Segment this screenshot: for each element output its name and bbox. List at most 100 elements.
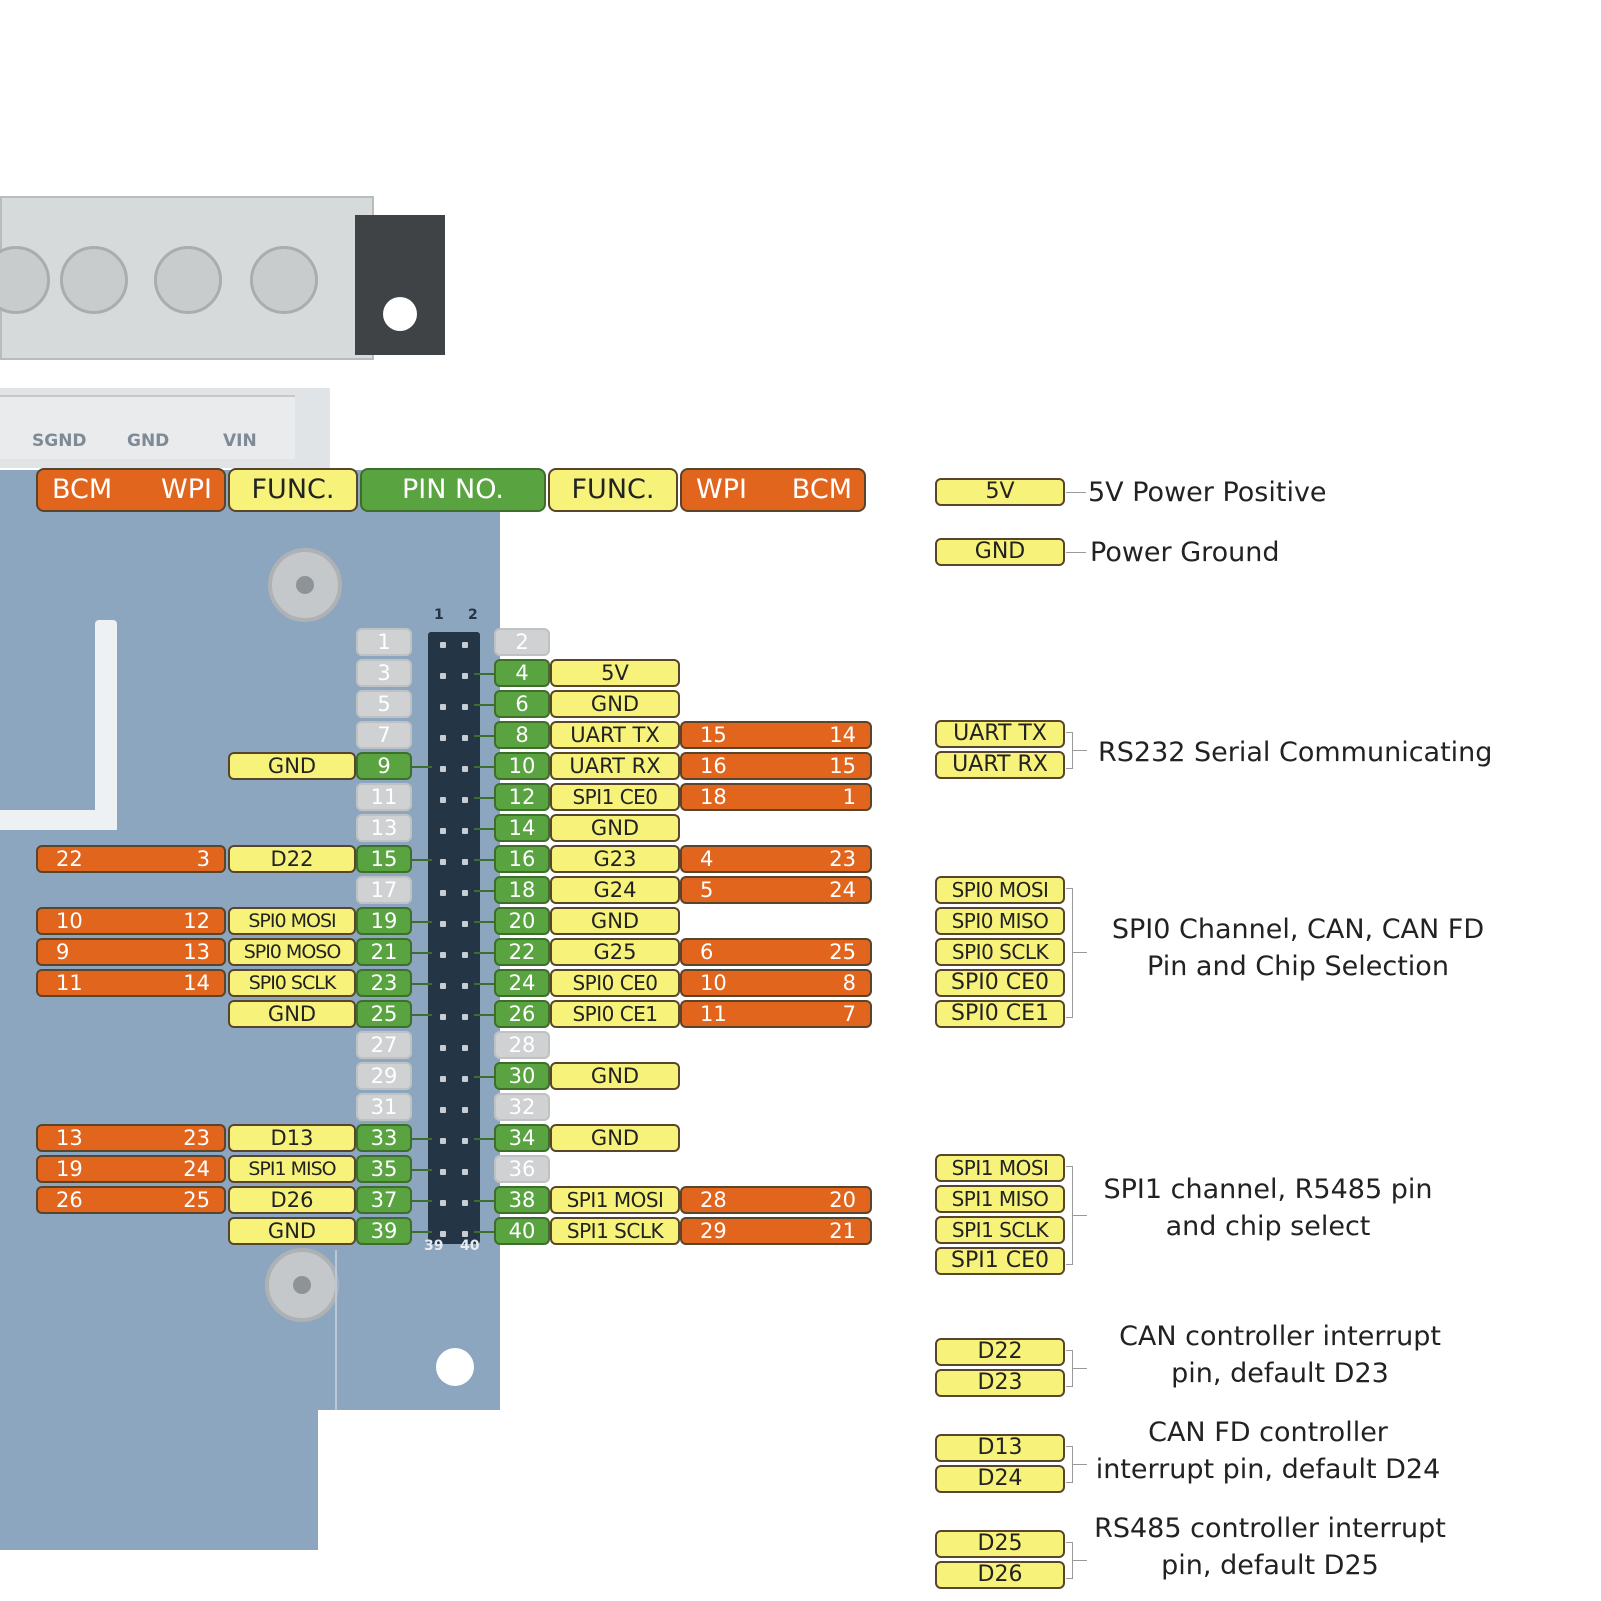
header-pin-dot: [462, 1231, 468, 1237]
func-pin-4: 5V: [550, 659, 680, 687]
func-pin-34: GND: [550, 1124, 680, 1152]
pin-10: 10: [494, 752, 550, 780]
header-pin-dot: [462, 1076, 468, 1082]
func-pin-19: SPI0 MOSI: [228, 907, 356, 935]
wpi-value: 5: [700, 878, 714, 902]
func-pin-24: SPI0 CE0: [550, 969, 680, 997]
pcb-cutout-bottom: [0, 810, 117, 830]
legend-text-line: pin, default D25: [1161, 1550, 1379, 1581]
terminal-labels-strip: SGND GND VIN: [0, 395, 295, 459]
mount-hole: [383, 297, 417, 331]
header-pin-dot: [462, 1138, 468, 1144]
header-func-left: FUNC.: [228, 468, 358, 512]
header-pin-dot: [440, 1107, 446, 1113]
wpi-value: 18: [700, 785, 727, 809]
func-pin-16: G23: [550, 845, 680, 873]
wpi-value: 14: [183, 971, 210, 995]
header-pin-dot: [440, 673, 446, 679]
legend-box: D23: [935, 1369, 1065, 1397]
wpi-value: 16: [700, 754, 727, 778]
legend-box: SPI0 MISO: [935, 907, 1065, 935]
legend-text-line: pin, default D23: [1171, 1358, 1389, 1389]
func-pin-21: SPI0 MOSO: [228, 938, 356, 966]
header-pin-dot: [462, 735, 468, 741]
func-pin-33: D13: [228, 1124, 356, 1152]
header-bcm-left: BCM: [52, 474, 113, 505]
pin-connector: [474, 983, 494, 985]
pin-22: 22: [494, 938, 550, 966]
pin-27: 27: [356, 1031, 412, 1059]
header-pin-dot: [440, 1076, 446, 1082]
bcm-value: 15: [829, 754, 856, 778]
header-bcm-wpi-left: BCM WPI: [36, 468, 226, 512]
header-pin-dot: [462, 952, 468, 958]
pin-36: 36: [494, 1155, 550, 1183]
header-pin-dot: [462, 704, 468, 710]
bcm-value: 23: [829, 847, 856, 871]
bcm-value: 19: [56, 1157, 83, 1181]
header-pin-dot: [462, 983, 468, 989]
pin-connector: [474, 921, 494, 923]
func-pin-30: GND: [550, 1062, 680, 1090]
legend-text-line: RS485 controller interrupt: [1094, 1513, 1446, 1544]
pin-4: 4: [494, 659, 550, 687]
pin-connector: [474, 704, 494, 706]
pin-connector: [474, 1076, 494, 1078]
pin-connector: [412, 859, 432, 861]
pin-34: 34: [494, 1124, 550, 1152]
pin-14: 14: [494, 814, 550, 842]
header-wpi-left: WPI: [161, 474, 212, 505]
legend-tick: [1073, 1463, 1087, 1465]
legend-tick: [1066, 552, 1086, 553]
pin-9: 9: [356, 752, 412, 780]
pin-11: 11: [356, 783, 412, 811]
bcm-value: 10: [56, 909, 83, 933]
legend-tick: [1073, 1559, 1087, 1561]
legend-text-line: CAN FD controller: [1148, 1417, 1388, 1448]
pin-38: 38: [494, 1186, 550, 1214]
legend-text-line: 5V Power Positive: [1088, 477, 1327, 508]
bcm-value: 21: [829, 1219, 856, 1243]
bcm-value: 26: [56, 1188, 83, 1212]
wpi-value: 23: [183, 1126, 210, 1150]
legend-text-line: SPI1 channel, R5485 pin: [1103, 1174, 1433, 1205]
pin-30: 30: [494, 1062, 550, 1090]
pin-19: 19: [356, 907, 412, 935]
bcm-value: 13: [56, 1126, 83, 1150]
pin-connector: [474, 797, 494, 799]
header-pin-dot: [462, 921, 468, 927]
pin-2: 2: [494, 628, 550, 656]
pin-connector: [474, 952, 494, 954]
pin-37: 37: [356, 1186, 412, 1214]
legend-box: UART TX: [935, 720, 1065, 748]
header-pin-dot: [440, 828, 446, 834]
legend-brace: [1066, 1446, 1073, 1483]
legend-brace: [1066, 1166, 1073, 1265]
header-pin-dot: [440, 1014, 446, 1020]
bcm-wpi-pin-33: 13 23: [36, 1124, 226, 1152]
pin-33: 33: [356, 1124, 412, 1152]
header-pin-dot: [440, 797, 446, 803]
pin-connector: [412, 1138, 432, 1140]
pin-connector: [474, 673, 494, 675]
pin-connector: [412, 1231, 432, 1233]
bcm-value: 20: [829, 1188, 856, 1212]
terminal-screw: [60, 246, 128, 314]
header-pin-dot: [440, 1138, 446, 1144]
func-pin-22: G25: [550, 938, 680, 966]
bcm-value: 22: [56, 847, 83, 871]
header-pin-dot: [440, 1231, 446, 1237]
pin-connector: [474, 1200, 494, 1202]
wpi-value: 13: [183, 940, 210, 964]
legend-box: SPI1 SCLK: [935, 1216, 1065, 1244]
header-pin-dot: [462, 797, 468, 803]
bcm-value: 8: [842, 971, 856, 995]
header-pin-dot: [440, 704, 446, 710]
